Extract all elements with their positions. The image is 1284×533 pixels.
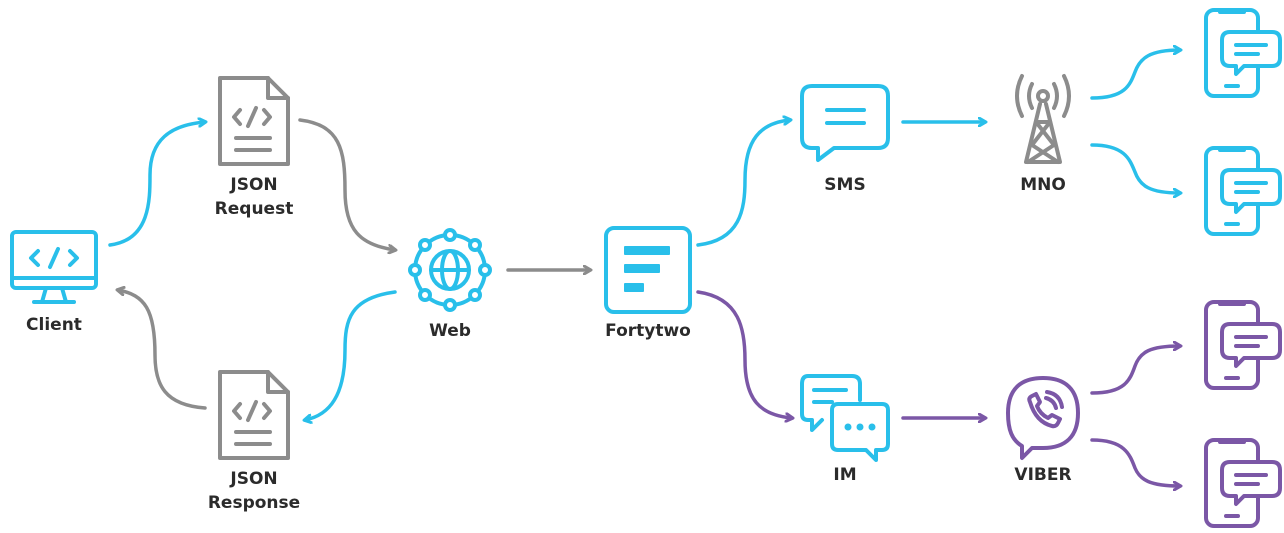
im-label: IM: [833, 465, 857, 485]
edge-viber-to-phone-3: [1090, 346, 1180, 395]
monitor-code-icon: [10, 230, 98, 304]
chat-bubbles-icon: [800, 374, 890, 462]
edge-json-response-to-client: [118, 290, 207, 410]
json-response-label-line2: Response: [207, 493, 301, 513]
globe-network-icon: [408, 228, 492, 312]
edge-web-to-json-response: [305, 290, 397, 420]
code-document-icon-response: [218, 370, 290, 460]
edge-fortytwo-to-sms: [696, 120, 790, 247]
phone-message-icon-3: [1204, 300, 1282, 390]
web-label: Web: [429, 321, 471, 341]
viber-label: VIBER: [1014, 465, 1072, 485]
fortytwo-logo-icon: [604, 226, 692, 314]
edge-mno-to-phone-2: [1090, 143, 1180, 193]
json-response-label-line1: JSON: [230, 469, 278, 489]
edge-client-to-json-request: [108, 122, 205, 247]
json-request-label: JSON Request: [194, 173, 314, 221]
edge-fortytwo-to-im: [696, 290, 792, 418]
viber-icon: [1006, 376, 1080, 460]
json-response-label: JSON Response: [194, 467, 314, 515]
sms-label: SMS: [824, 175, 866, 195]
edge-json-request-to-web: [298, 118, 395, 250]
phone-message-icon-1: [1204, 8, 1282, 98]
phone-message-icon-2: [1204, 146, 1282, 236]
json-request-label-line2: Request: [214, 199, 294, 219]
edge-mno-to-phone-1: [1090, 50, 1180, 100]
fortytwo-label: Fortytwo: [605, 321, 691, 341]
edge-viber-to-phone-4: [1090, 438, 1180, 486]
json-request-label-line1: JSON: [230, 175, 278, 195]
sms-bubble-icon: [800, 84, 890, 162]
code-document-icon-request: [218, 76, 290, 166]
mno-label: MNO: [1020, 175, 1066, 195]
phone-message-icon-4: [1204, 438, 1282, 528]
client-label: Client: [26, 315, 82, 335]
cell-tower-icon: [1015, 74, 1071, 164]
